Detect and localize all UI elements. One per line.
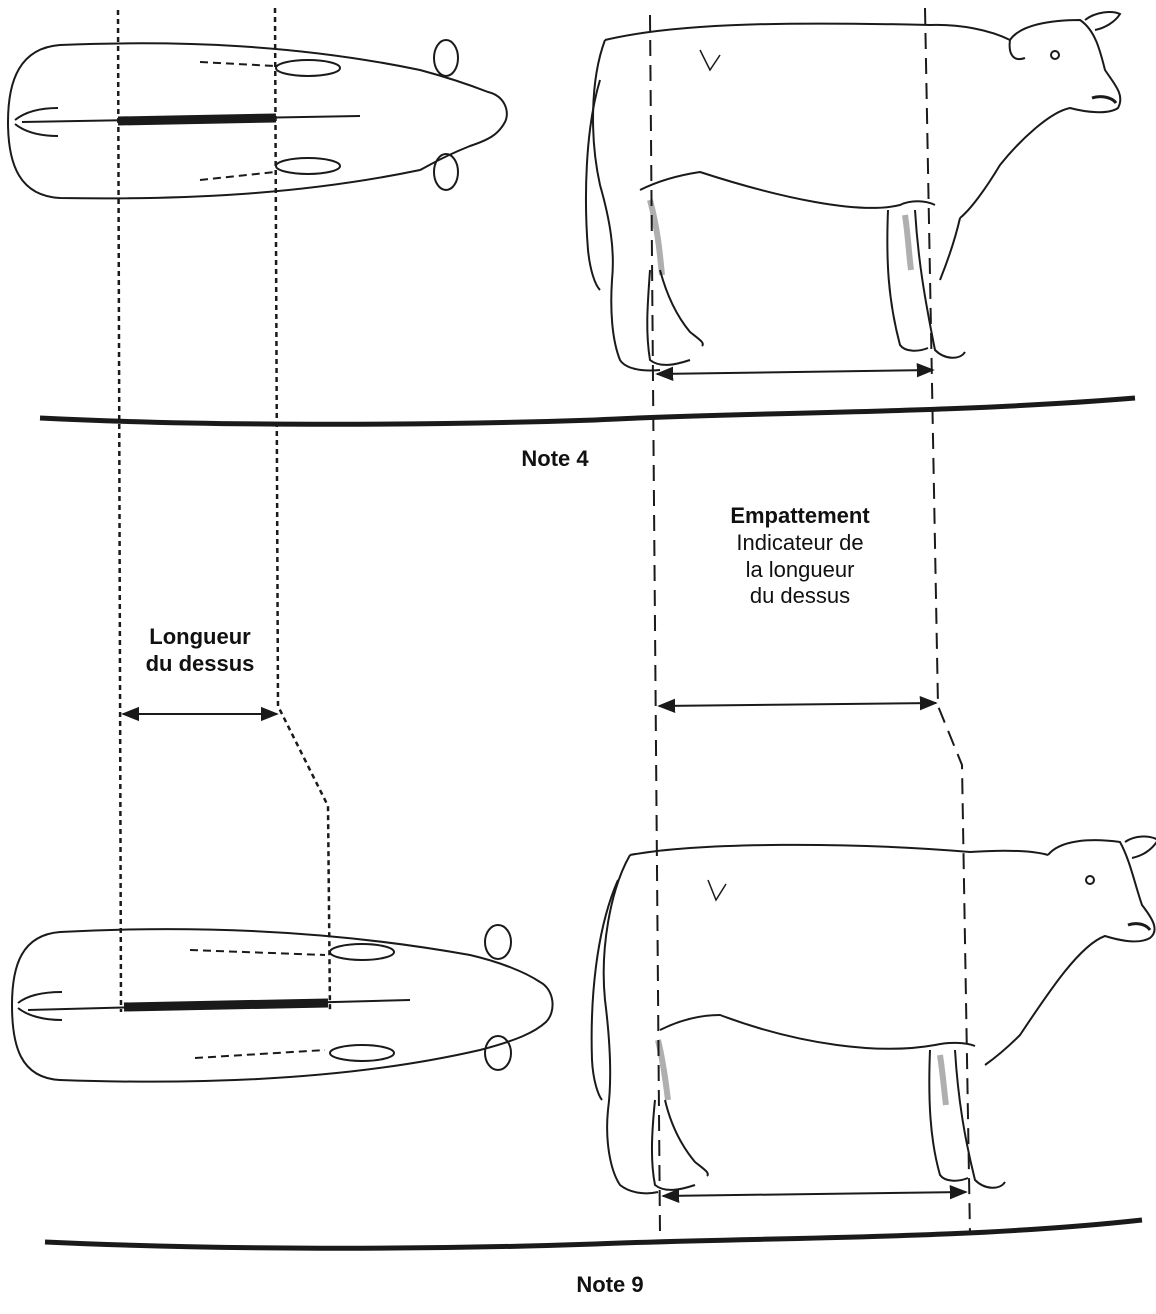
empattement-title: Empattement	[690, 503, 910, 530]
empattement-guide-lines	[650, 8, 970, 1235]
wheelbase-arrow-note4	[657, 370, 933, 374]
top-view-cow-note4	[8, 40, 507, 198]
note-4-label: Note 4	[500, 446, 610, 473]
top-view-cow-note9	[12, 925, 553, 1082]
longueur-line1: Longueur	[110, 624, 290, 651]
ground-line-note9	[45, 1220, 1142, 1248]
ground-line-note4	[40, 398, 1135, 424]
wheelbase-arrow-note9	[663, 1192, 966, 1196]
longueur-du-dessus-label: Longueur du dessus	[110, 624, 290, 678]
empattement-desc-line1: Indicateur de	[690, 530, 910, 557]
side-view-cow-note4	[586, 12, 1120, 371]
empattement-arrow	[659, 703, 936, 706]
side-view-cow-note9	[592, 836, 1156, 1193]
longueur-line2: du dessus	[110, 651, 290, 678]
empattement-label-group: Empattement Indicateur de la longueur du…	[690, 503, 910, 610]
empattement-desc-line2: la longueur	[690, 557, 910, 584]
note-9-label: Note 9	[555, 1272, 665, 1299]
empattement-desc-line3: du dessus	[690, 583, 910, 610]
